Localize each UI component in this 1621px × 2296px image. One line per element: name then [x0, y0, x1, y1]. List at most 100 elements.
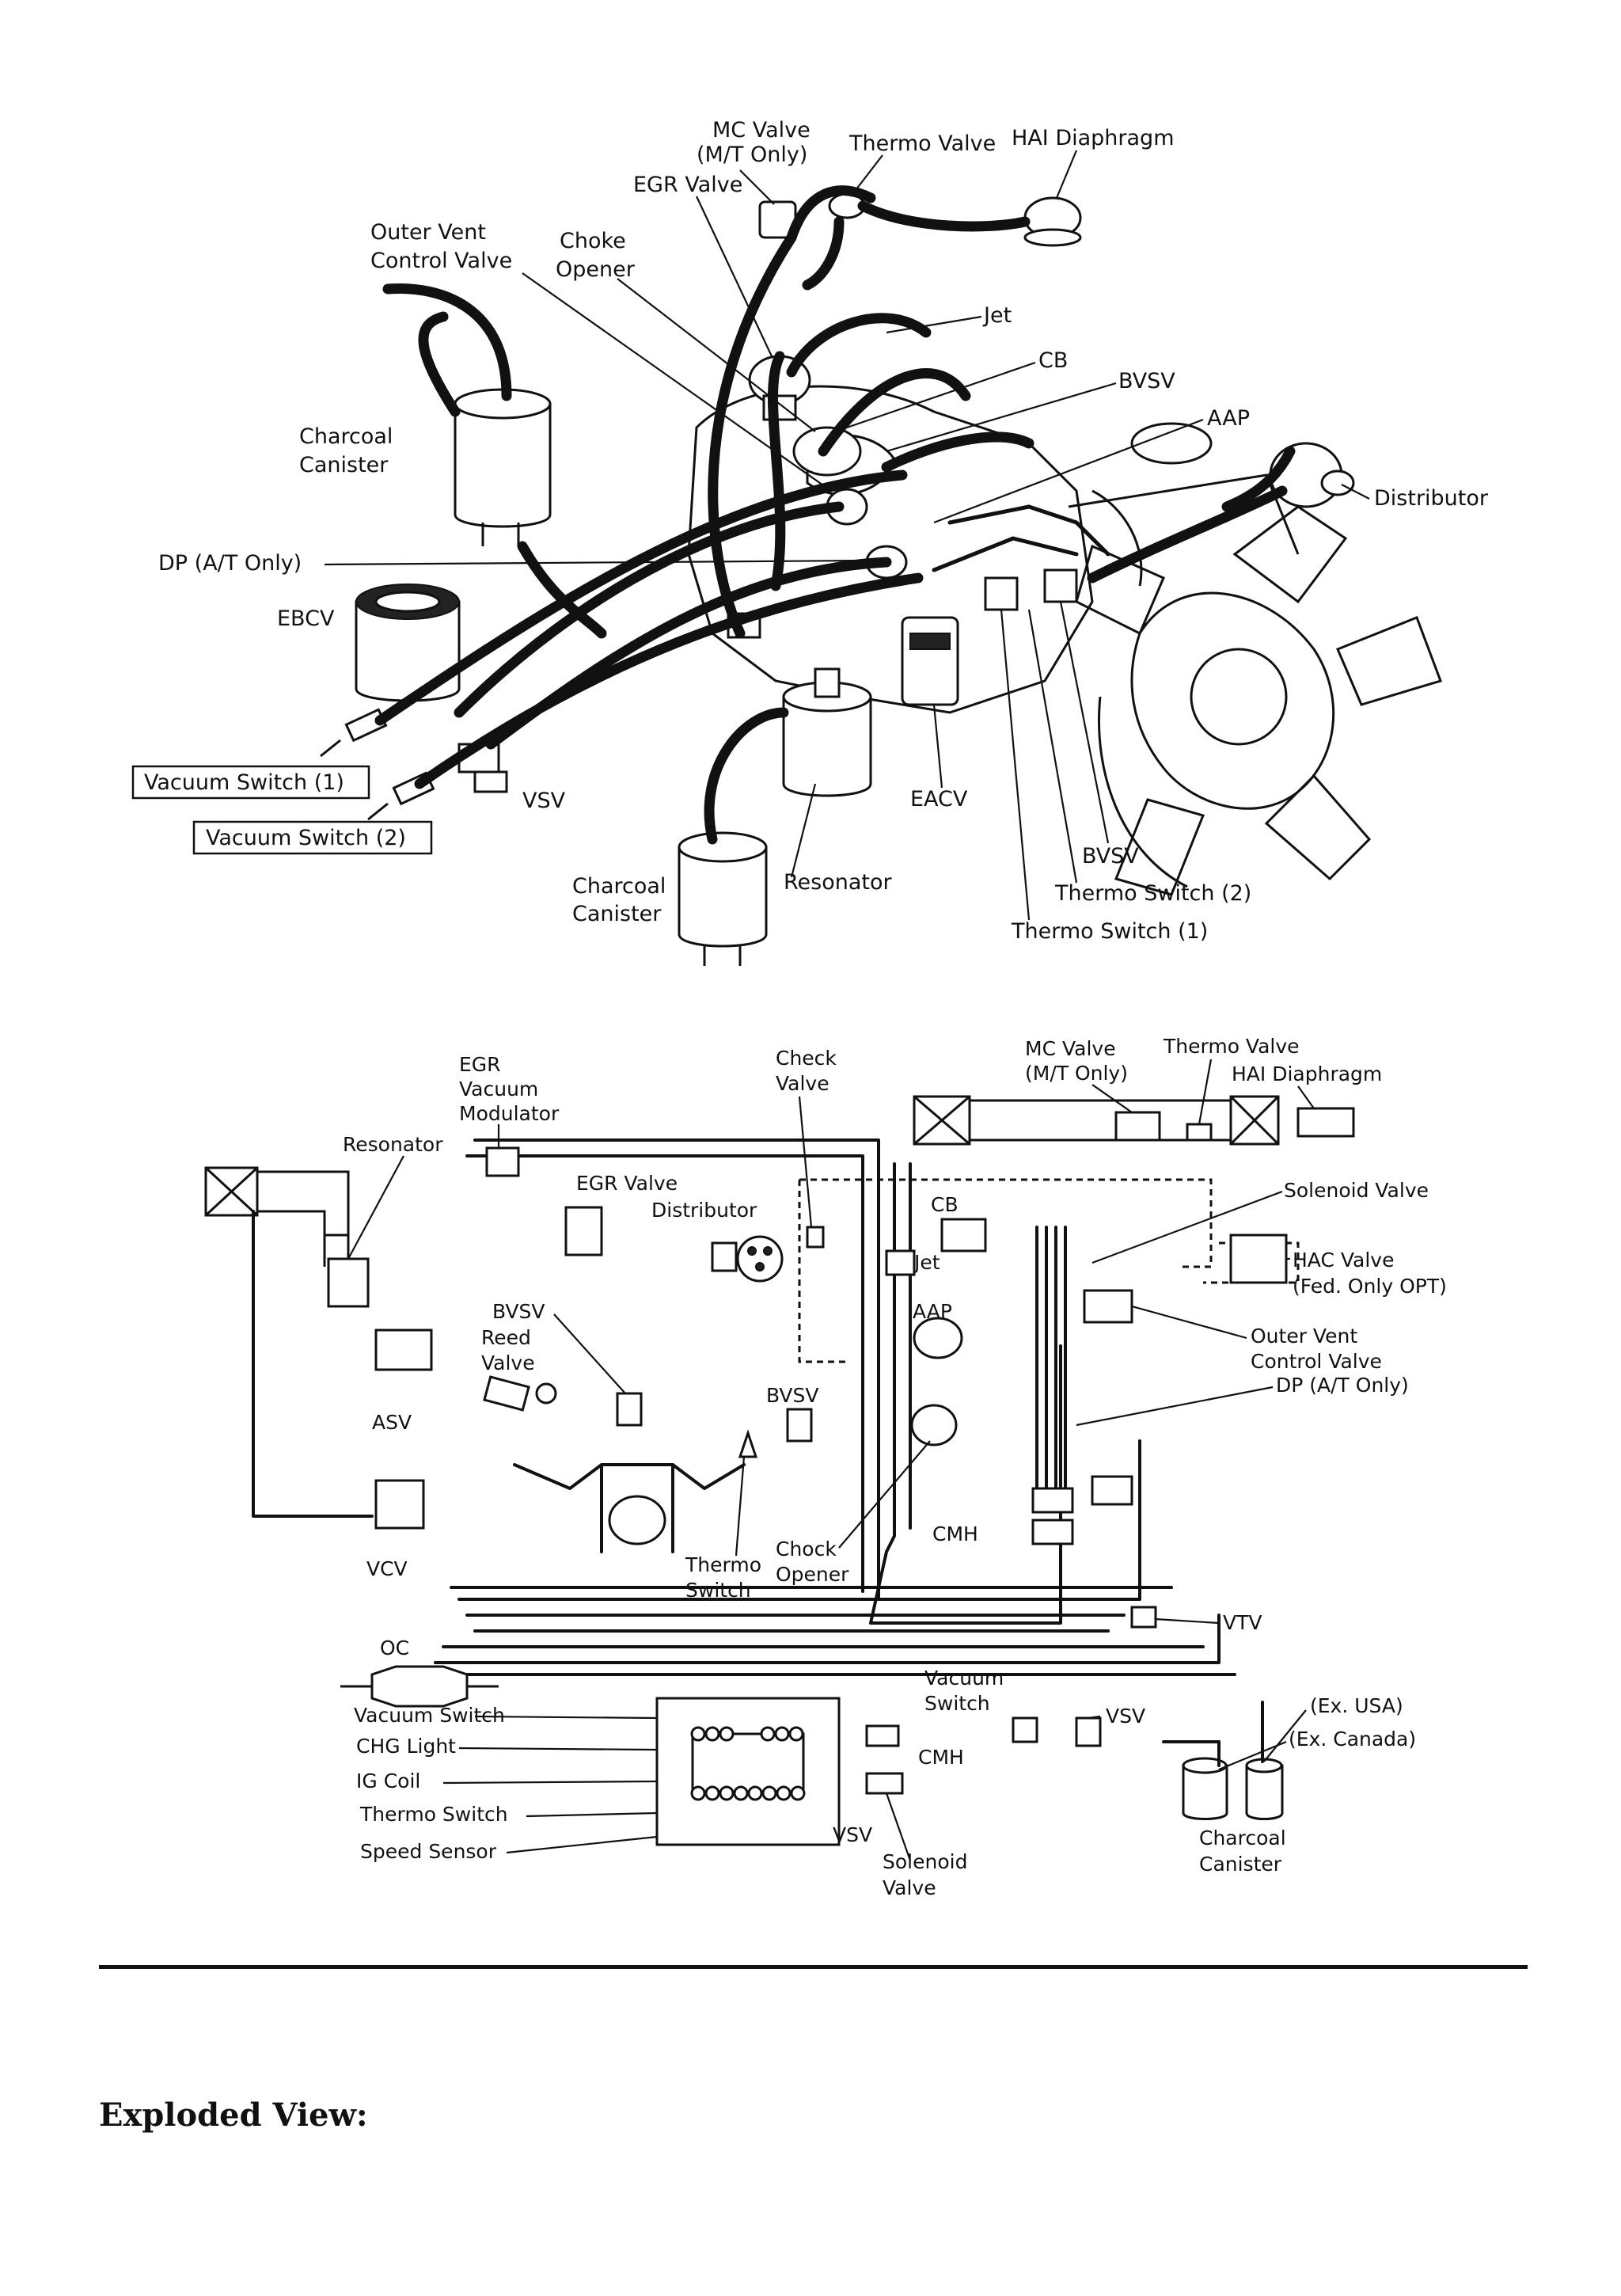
distributor-schematic	[711, 1235, 784, 1283]
asv-part	[374, 1329, 433, 1371]
label-egr-valve: EGR Valve	[576, 1172, 678, 1195]
thermo-valve-schematic	[1186, 1123, 1213, 1142]
label-thermo-sw-1: Thermo	[685, 1553, 761, 1576]
label-charcoal-1: Charcoal	[1199, 1827, 1286, 1849]
engine-vacuum-diagram	[320, 185, 1442, 966]
charcoal-canister-bottom	[678, 831, 768, 966]
vacuum-switch-1-box	[131, 765, 370, 800]
label-charcoal-1: Charcoal	[299, 424, 393, 449]
label-vacuum-switch-2: Vacuum Switch (2)	[206, 826, 406, 850]
label-vsv: VSV	[522, 789, 566, 813]
label-mc-valve: MC Valve	[712, 118, 810, 143]
label-thermo-switch-2: Thermo Switch (2)	[1054, 881, 1251, 906]
label-egr-valve: EGR Valve	[633, 173, 742, 197]
label-reed-2: Valve	[481, 1351, 535, 1374]
label-chock-2: Opener	[776, 1563, 849, 1586]
reed-valve-ball	[535, 1382, 557, 1405]
section-divider	[99, 1965, 1528, 1969]
label-thermo-sw-2: Switch	[685, 1579, 751, 1602]
egr-vacuum-modulator-part	[485, 1146, 520, 1177]
label-hai-diaphragm: HAI Diaphragm	[1232, 1062, 1382, 1085]
label-ex-usa: (Ex. USA)	[1310, 1694, 1403, 1717]
label-outer-vent-1: Outer Vent	[1251, 1325, 1357, 1348]
ebcv-part	[355, 584, 461, 702]
jet-part	[885, 1249, 916, 1276]
label-cb: CB	[931, 1193, 959, 1216]
label-jet: Jet	[913, 1251, 940, 1274]
cb-part	[940, 1218, 987, 1253]
hose-bus-horizontal	[252, 1210, 1236, 1676]
label-egr-vm-3: Modulator	[459, 1102, 560, 1125]
label-choke-1: Choke	[560, 229, 626, 253]
vacuum-switch-1-part	[320, 708, 388, 758]
label-vacuum-sw-r1: Vacuum	[924, 1667, 1004, 1690]
vtv-part	[1130, 1606, 1157, 1629]
bvsv-left-part	[616, 1392, 643, 1427]
label-mc-valve-note: (M/T Only)	[697, 143, 807, 167]
oc-part	[340, 1665, 499, 1708]
cmh-lower-part	[865, 1724, 900, 1747]
label-charcoal-2: Canister	[299, 453, 389, 477]
label-bvsv-bottom: BVSV	[1082, 844, 1139, 869]
label-check-1: Check	[776, 1047, 837, 1070]
distributor-part	[1269, 442, 1355, 508]
label-aap: AAP	[1207, 406, 1250, 431]
hose-bus-right	[1031, 1226, 1074, 1545]
hai-diaphragm-part	[1023, 196, 1082, 247]
label-eacv: EACV	[910, 787, 968, 812]
label-resonator: Resonator	[784, 870, 893, 895]
aap-part	[1130, 422, 1213, 465]
engine-diagram-labels: MC Valve (M/T Only) Thermo Valve HAI Dia…	[131, 118, 1489, 944]
reed-valve-part	[483, 1375, 530, 1412]
label-vsv-1: VSV	[1106, 1705, 1145, 1728]
label-thermo-valve: Thermo Valve	[1163, 1035, 1300, 1058]
vsv-right-part	[1075, 1716, 1102, 1747]
cooling-fan-drawing	[1068, 473, 1442, 896]
label-dp: DP (A/T Only)	[158, 551, 302, 576]
label-cmh: CMH	[932, 1522, 978, 1545]
label-egr-vm-1: EGR	[459, 1053, 501, 1076]
label-cb: CB	[1038, 348, 1068, 373]
label-charcoal-2: Canister	[1199, 1853, 1282, 1876]
label-vacuum-switch-1: Vacuum Switch (1)	[144, 770, 344, 795]
label-vsv-2: VSV	[833, 1823, 872, 1846]
cmh-part	[1091, 1475, 1133, 1506]
label-ex-canada: (Ex. Canada)	[1289, 1728, 1416, 1751]
label-jet: Jet	[982, 303, 1012, 328]
section-heading: Exploded View:	[99, 2096, 368, 2134]
check-valve-part	[806, 1226, 825, 1249]
bvsv-part	[1043, 568, 1078, 603]
label-hac-valve: HAC Valve	[1293, 1249, 1394, 1272]
label-choke-2: Opener	[556, 257, 636, 282]
label-vtv: VTV	[1223, 1611, 1262, 1634]
egr-valve-schematic	[564, 1206, 603, 1256]
eacv-part	[901, 616, 959, 706]
label-egr-vm-2: Vacuum	[459, 1078, 538, 1100]
aap-schematic	[913, 1317, 963, 1359]
schematic-leaders	[347, 1059, 1315, 1861]
schematic-labels: EGR Vacuum Modulator Check Valve MC Valv…	[343, 1035, 1447, 1899]
label-check-2: Valve	[776, 1072, 829, 1095]
label-distributor: Distributor	[651, 1199, 757, 1222]
label-speed-sensor: Speed Sensor	[360, 1840, 497, 1863]
resonator-schematic	[325, 1234, 370, 1308]
label-solenoid-2: Valve	[883, 1876, 936, 1899]
outer-vent-valve-part	[1083, 1289, 1133, 1324]
vacuum-hoses	[374, 185, 1296, 845]
label-outer-vent-2: Control Valve	[370, 249, 512, 273]
label-aap: AAP	[913, 1300, 952, 1323]
air-cleaner-right	[913, 1095, 1280, 1146]
label-charcoal-b1: Charcoal	[572, 874, 666, 899]
label-hac-note: (Fed. Only OPT)	[1293, 1275, 1447, 1298]
label-solenoid-valve: Solenoid Valve	[1284, 1179, 1429, 1202]
vacuum-switch-2-box	[192, 820, 433, 855]
label-mc-valve-note: (M/T Only)	[1025, 1062, 1128, 1085]
vacuum-switch-right-part	[1012, 1716, 1038, 1743]
hai-diaphragm-schematic	[1296, 1107, 1355, 1138]
label-bvsv-top: BVSV	[1118, 369, 1175, 393]
label-resonator: Resonator	[343, 1133, 443, 1156]
thermo-switch-part	[738, 1429, 758, 1458]
label-distributor: Distributor	[1374, 486, 1489, 511]
label-outer-vent-1: Outer Vent	[370, 220, 486, 245]
label-oc: OC	[380, 1636, 409, 1659]
